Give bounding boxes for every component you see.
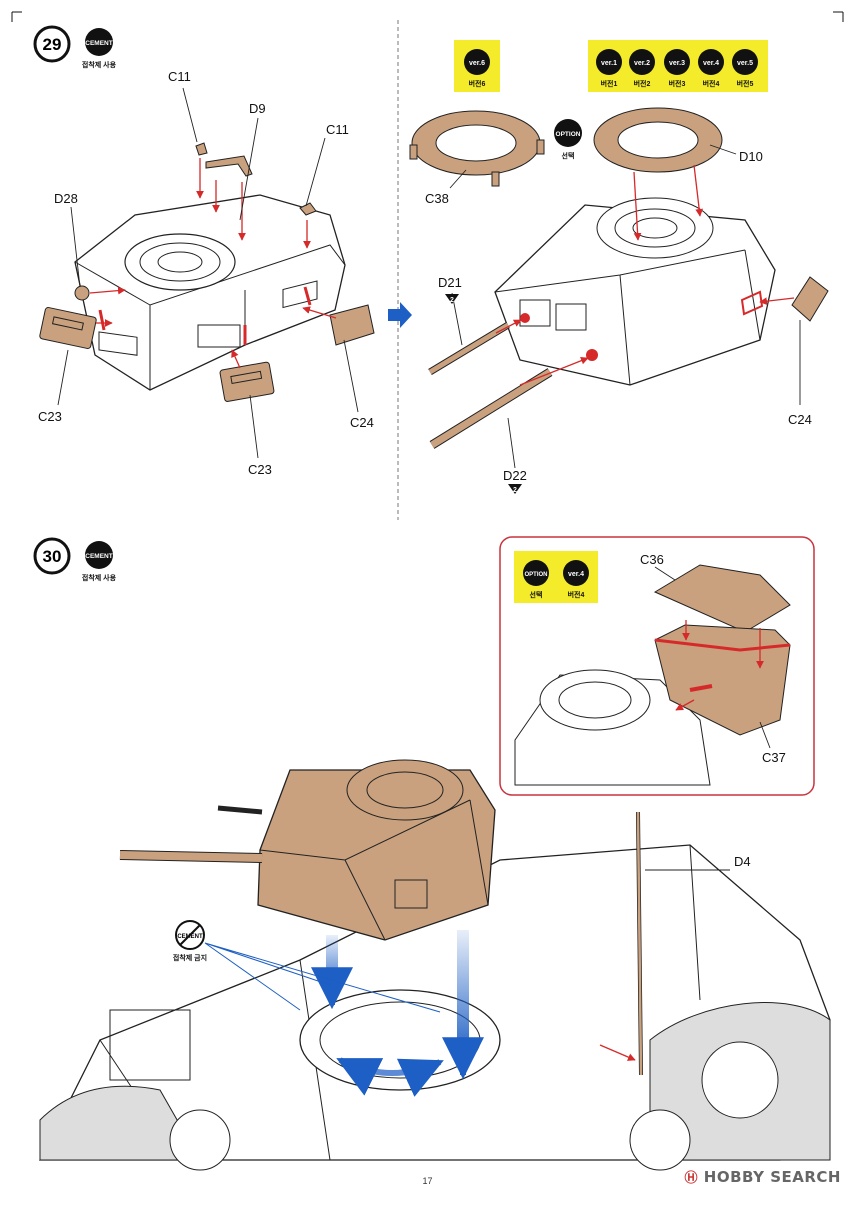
watermark-text: HOBBY SEARCH: [703, 1168, 841, 1186]
turret-assembled: [119, 759, 496, 941]
inset-option-caption: 선택: [530, 590, 543, 599]
turret-left: [39, 87, 375, 459]
ver2-caption: 버전2: [634, 79, 651, 88]
label-d21: D21: [438, 275, 462, 290]
cement-badge-30: CEMENT: [85, 553, 112, 560]
version-tags-right: ver.1 버전1 ver.2 버전2 ver.3 버전3 ver.4 버전4 ver.…: [588, 40, 768, 92]
ver4-badge: ver.4: [703, 60, 719, 67]
version-tags-left: ver.6 버전6: [454, 40, 500, 92]
d21-marker: 2: [450, 297, 454, 304]
option-tag-top: OPTION 선택: [554, 119, 582, 160]
ver1-caption: 버전1: [601, 79, 618, 88]
ver6-caption: 버전6: [469, 79, 486, 88]
cement-caption-30: 접착제 사용: [82, 573, 117, 582]
next-arrow-icon: [388, 302, 412, 328]
option-badge: OPTION: [556, 131, 581, 138]
turret-right: [409, 107, 829, 494]
step-29-header: 29 CEMENT 접착제 사용: [33, 25, 117, 69]
watermark: Ⓗ HOBBY SEARCH: [685, 1167, 841, 1186]
inset-box: OPTION 선택 ver.4 버전4 C36 C37: [499, 536, 815, 796]
ver3-badge: ver.3: [669, 60, 685, 67]
ver5-caption: 버전5: [737, 79, 754, 88]
no-cement-icon: CEMENT 접착제 금지: [173, 920, 207, 962]
label-d4: D4: [734, 854, 751, 869]
step-30-header: 30 CEMENT 접착제 사용: [33, 537, 117, 582]
antenna: D4: [599, 811, 751, 1076]
ver3-caption: 버전3: [669, 79, 686, 88]
label-c11-right: C11: [326, 122, 349, 137]
hull: [38, 844, 831, 1171]
no-cement-badge: CEMENT: [177, 934, 203, 940]
cement-icon: [85, 28, 113, 56]
labels-left: C11 D9 C11 D28 C23 C23 C24: [38, 69, 374, 477]
label-c23-left: C23: [38, 409, 62, 424]
cement-badge: CEMENT: [85, 40, 112, 47]
inset-option-badge: OPTION: [524, 572, 547, 578]
inset-ver4-caption: 버전4: [568, 590, 585, 599]
cement-caption: 접착제 사용: [82, 60, 117, 69]
label-c38: C38: [425, 191, 449, 206]
label-c11-left: C11: [168, 69, 191, 84]
inset-ver4-badge: ver.4: [568, 571, 584, 578]
ver6-badge: ver.6: [469, 60, 485, 67]
label-c23-bottom: C23: [248, 462, 272, 477]
ver4-caption: 버전4: [703, 79, 720, 88]
ver2-badge: ver.2: [634, 60, 650, 67]
no-cement-caption: 접착제 금지: [173, 953, 207, 962]
label-d10: D10: [739, 149, 763, 164]
hobby-search-logo-icon: Ⓗ: [684, 1171, 699, 1186]
label-d9: D9: [249, 101, 266, 116]
label-d28: D28: [54, 191, 78, 206]
labels-right: C38 D10 D21 2 D22 2 C24: [425, 149, 812, 494]
label-c24-right: C24: [788, 412, 812, 427]
d22-marker: 2: [513, 487, 517, 494]
step-29-number: 29: [43, 35, 62, 54]
ver5-badge: ver.5: [737, 60, 753, 67]
label-d22: D22: [503, 468, 527, 483]
cement-icon-30: [85, 541, 113, 569]
step-30-number: 30: [43, 547, 62, 566]
ver1-badge: ver.1: [601, 60, 617, 67]
label-c36: C36: [640, 552, 664, 567]
page-number: 17: [422, 1176, 433, 1186]
label-c37: C37: [762, 750, 786, 765]
label-c24-left: C24: [350, 415, 374, 430]
option-caption: 선택: [562, 151, 575, 160]
